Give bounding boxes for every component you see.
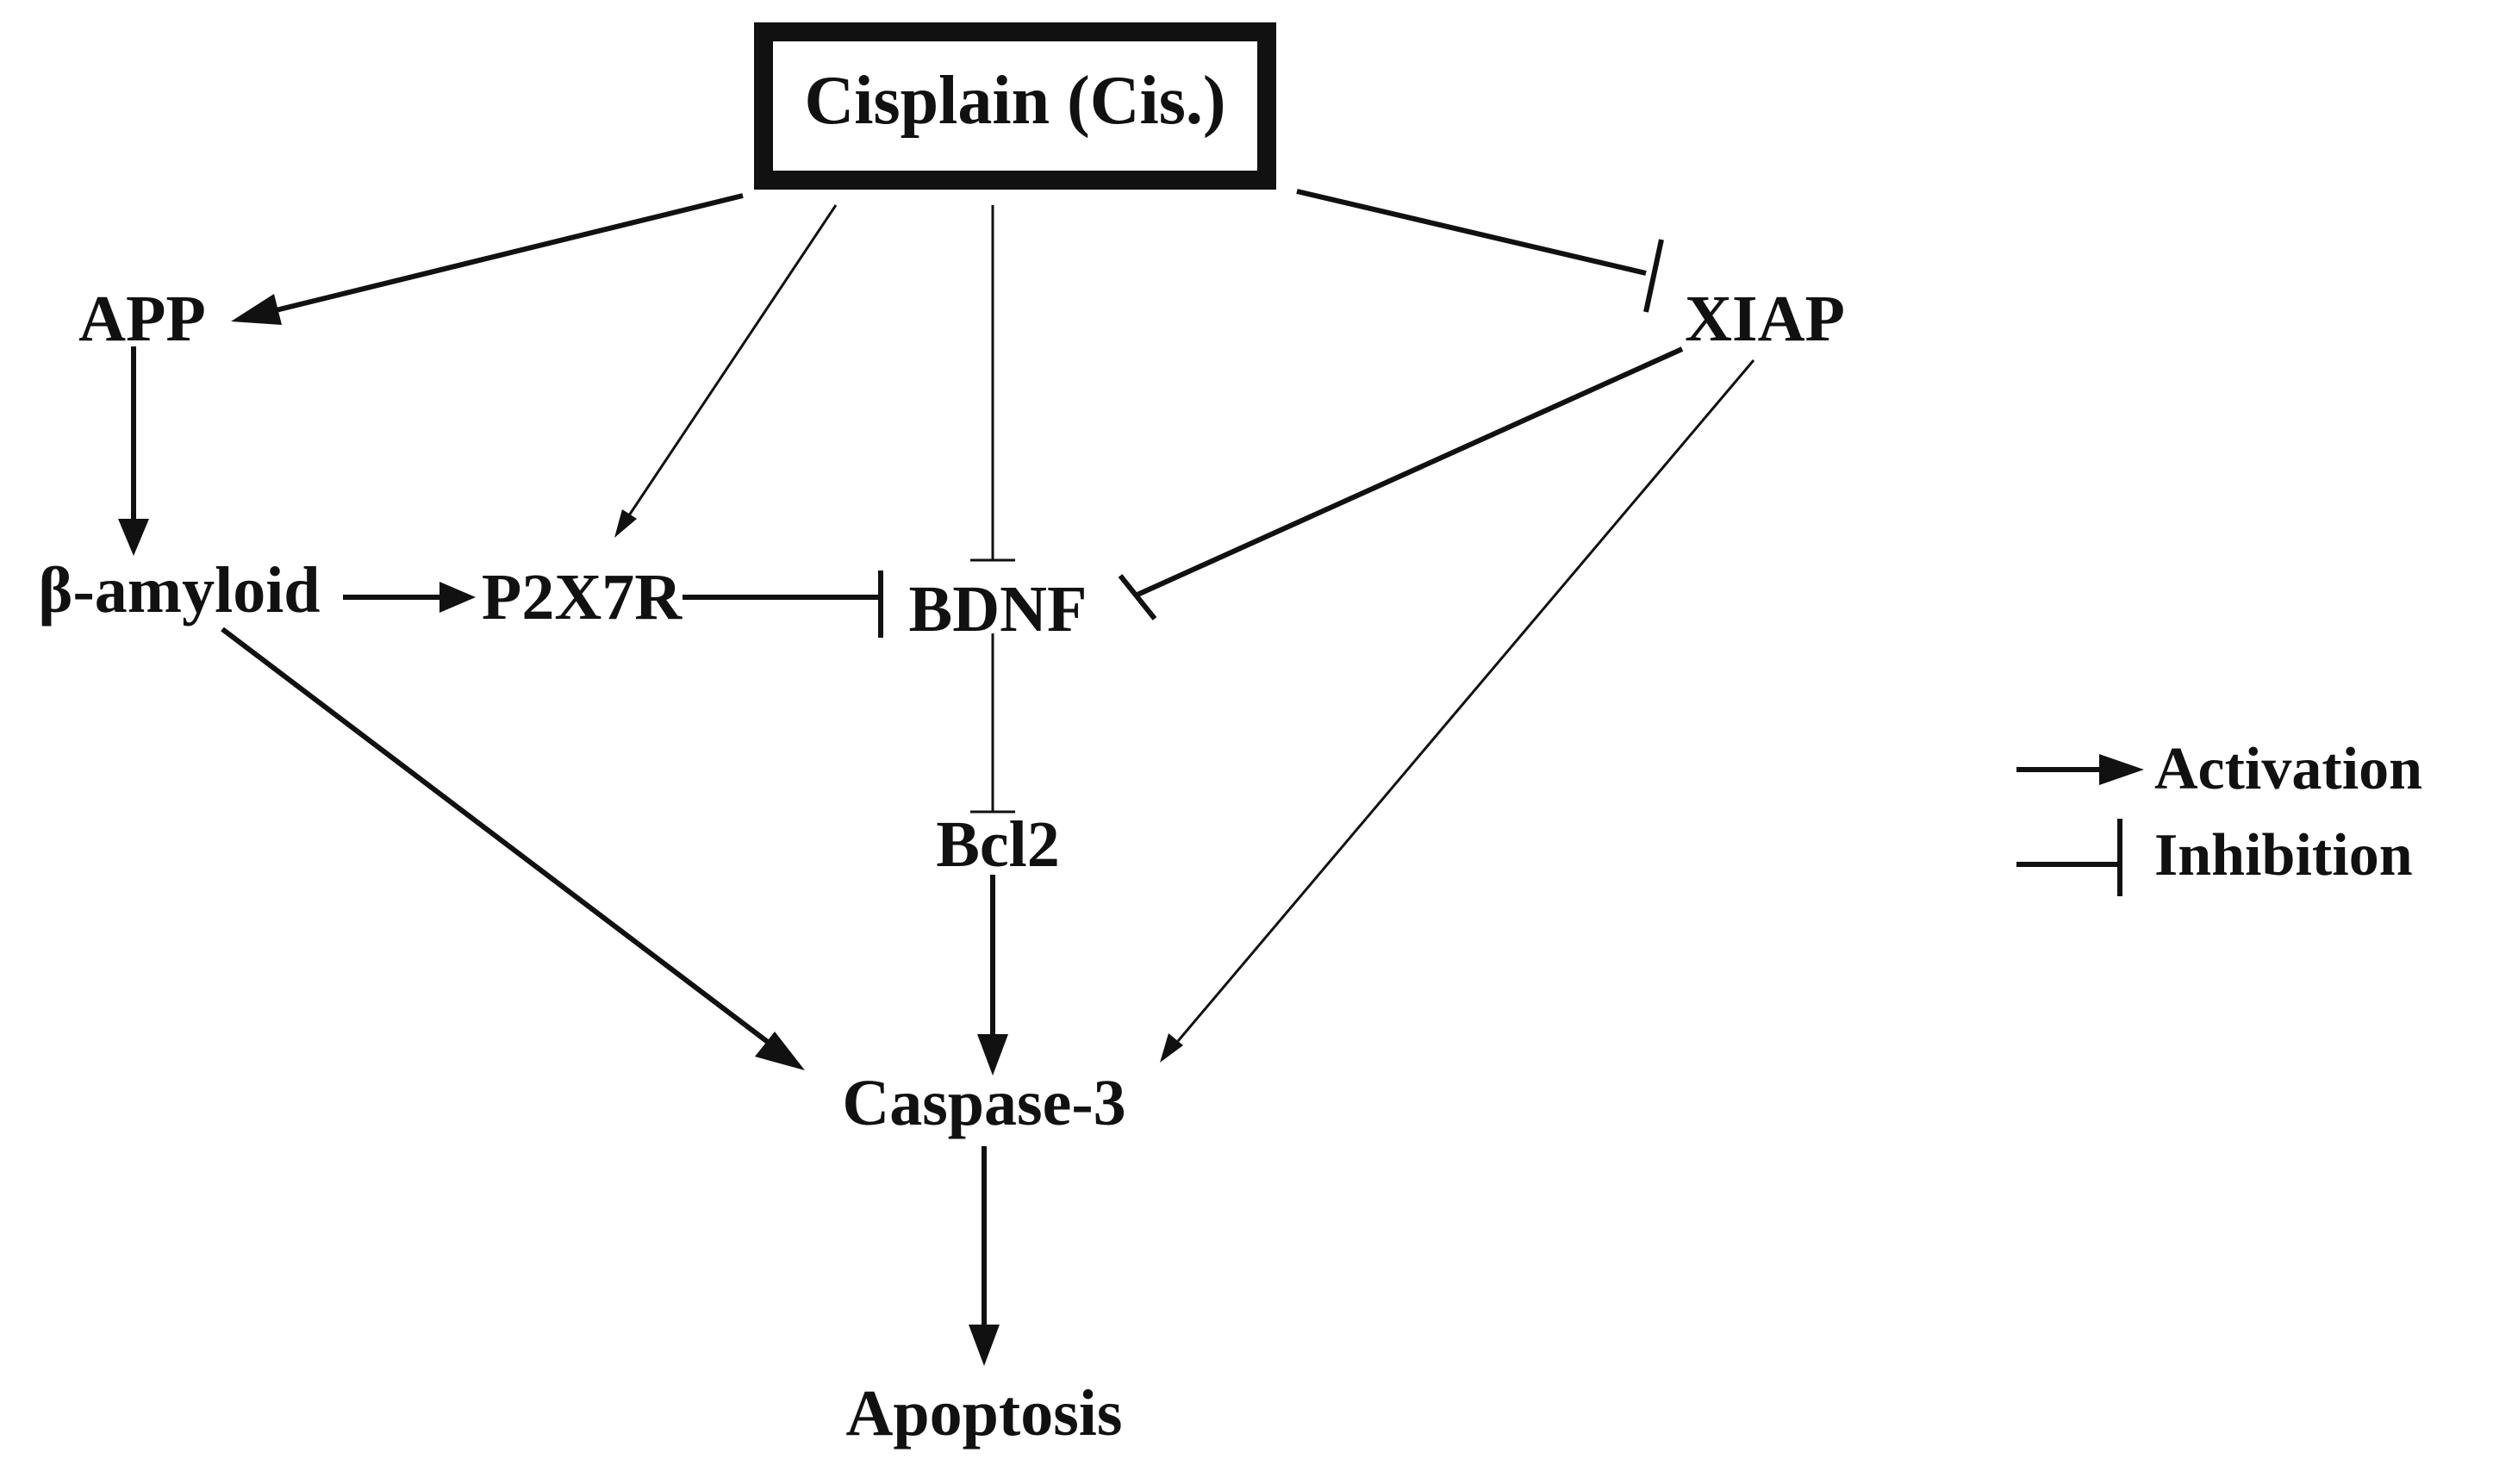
edge-xiap-bdnf xyxy=(1118,346,1684,620)
edge-bcl2-caspase3 xyxy=(977,875,1008,1076)
edge-cisplatin-p2x7r xyxy=(614,204,838,538)
edge-cisplatin-app xyxy=(231,193,744,325)
edge-bdnf-bcl2 xyxy=(970,633,1015,814)
cisplatin-label: Cisplain (Cis.) xyxy=(805,63,1226,139)
legend-inhibition-label: Inhibition xyxy=(2154,822,2413,889)
node-xiap: XIAP xyxy=(1685,283,1845,355)
legend-activation-symbol xyxy=(2016,754,2144,785)
legend-inhibition-symbol xyxy=(2016,819,2122,896)
node-beta-amyloid: β-amyloid xyxy=(38,554,320,627)
edge-xiap-caspase3 xyxy=(1160,359,1755,1063)
node-app: APP xyxy=(78,283,206,355)
legend: Activation Inhibition xyxy=(2016,736,2422,896)
edge-p2x7r-bdnf xyxy=(682,571,883,638)
edge-beta-amyloid-p2x7r xyxy=(343,582,476,613)
edge-beta-amyloid-caspase3 xyxy=(221,627,805,1070)
node-bdnf: BDNF xyxy=(909,573,1088,645)
edge-cisplatin-bdnf xyxy=(970,205,1015,562)
cisplatin-box xyxy=(754,22,1276,190)
edge-cisplatin-xiap xyxy=(1296,189,1664,313)
edge-app-beta-amyloid xyxy=(118,346,149,556)
node-bcl2: Bcl2 xyxy=(936,808,1060,881)
node-p2x7r: P2X7R xyxy=(482,561,682,633)
node-caspase3: Caspase-3 xyxy=(842,1067,1125,1139)
legend-activation-label: Activation xyxy=(2154,736,2422,802)
edge-caspase3-apoptosis xyxy=(969,1146,1000,1366)
node-apoptosis: Apoptosis xyxy=(846,1377,1123,1450)
